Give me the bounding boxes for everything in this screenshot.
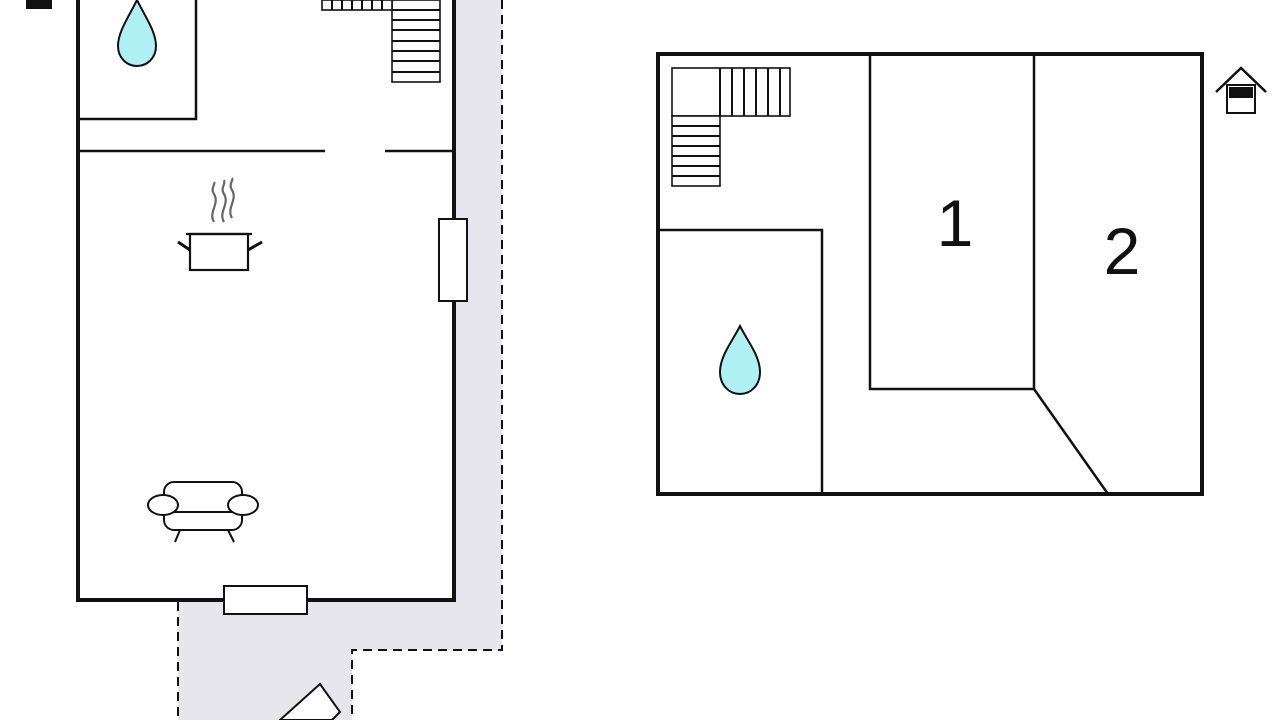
bedroom-1-walls (868, 54, 1036, 391)
upper-bathroom-walls (658, 228, 824, 494)
window-bottom (223, 585, 308, 615)
armchair-icon (147, 481, 259, 543)
house-upper-floor-icon (1215, 66, 1267, 114)
ground-floor-walls (76, 0, 456, 602)
bedroom-1-label: 1 (937, 186, 974, 260)
cooking-pot-icon (177, 177, 263, 272)
water-drop-icon-upper (718, 323, 762, 396)
ground-floor (26, 0, 503, 720)
upper-floor-walls (656, 52, 1204, 496)
terrace-outline (351, 0, 503, 720)
upper-floor: 1 2 (656, 52, 1267, 496)
staircase-upper (671, 67, 791, 187)
bedroom-2-label: 2 (1104, 214, 1141, 288)
window-right (438, 218, 468, 302)
water-drop-icon (116, 0, 158, 68)
terrace-area (178, 0, 502, 720)
bathroom-walls (78, 0, 198, 121)
staircase-ground (321, 0, 441, 83)
compass-marker (26, 0, 52, 9)
bedroom-2-walls (1032, 388, 1110, 495)
entrance-arrow-icon (278, 682, 342, 720)
